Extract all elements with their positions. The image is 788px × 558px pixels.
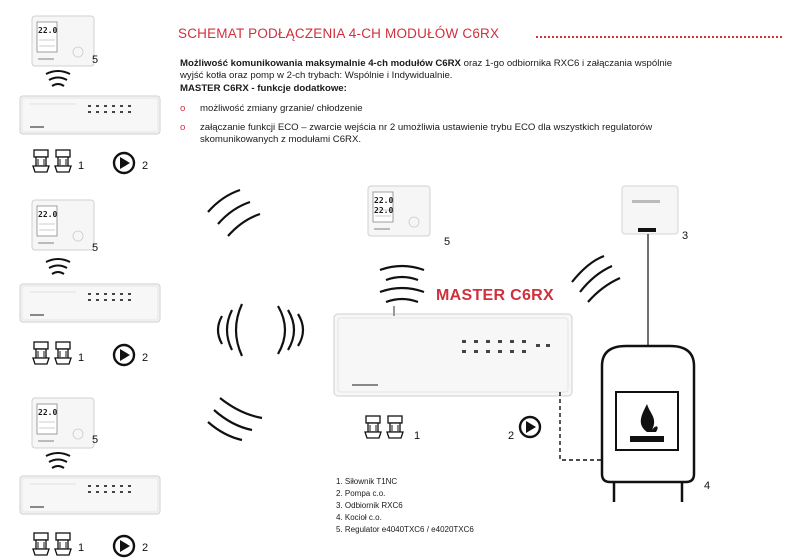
label-5: 5 [92, 242, 99, 254]
pump-icon [112, 343, 136, 367]
label-1: 1 [414, 430, 421, 442]
bullet-icon: o [180, 122, 186, 133]
label-2: 2 [508, 430, 515, 442]
legend-item: 2. Pompa c.o. [336, 489, 386, 498]
label-1: 1 [78, 352, 85, 364]
actuator-icon [32, 149, 50, 173]
bullet-icon: o [180, 103, 186, 114]
description-bold: Możliwość komunikowania maksymalnie 4-ch… [180, 58, 461, 69]
feature-item: o możliwość zmiany grzanie/ chłodzenie [180, 103, 780, 115]
thermostat-device [31, 199, 95, 251]
pump-icon [112, 534, 136, 558]
feature-item-continued: skomunikowanych z modułami C6RX. [200, 134, 362, 145]
label-2: 2 [142, 352, 149, 364]
label-3: 3 [682, 230, 689, 242]
feature-item: o załączanie funkcji ECO – zwarcie wejści… [180, 122, 780, 134]
boiler-icon [600, 344, 696, 502]
legend-item: 4. Kocioł c.o. [336, 513, 382, 522]
thermostat-temp: 22.0 [374, 196, 394, 205]
wireless-icon [45, 452, 71, 469]
wireless-links [207, 188, 621, 442]
wireless-icon [45, 258, 71, 275]
label-5: 5 [444, 236, 451, 248]
description: Możliwość komunikowania maksymalnie 4-ch… [180, 58, 780, 95]
label-5: 5 [92, 54, 99, 66]
description-line2: wyjść kotła oraz pomp w 2-ch trybach: Ws… [180, 70, 453, 82]
thermostat-temp: 22.0 [38, 210, 58, 219]
legend: 1. Siłownik T1NC 2. Pompa c.o. 3. Odbior… [336, 476, 474, 536]
label-2: 2 [142, 542, 149, 554]
title-divider [536, 36, 782, 38]
left-stack-2 [19, 199, 161, 367]
label-2: 2 [142, 160, 149, 172]
actuator-icon [54, 341, 72, 365]
feature-text: możliwość zmiany grzanie/ chłodzenie [200, 103, 363, 114]
receiver-rxc6 [621, 185, 679, 235]
legend-item: 1. Siłownik T1NC [336, 477, 398, 486]
label-4: 4 [704, 480, 711, 492]
label-1: 1 [78, 542, 85, 554]
thermostat-temp: 22.0 [38, 408, 58, 417]
thermostat-temp: 22.0 [38, 26, 58, 35]
pump-icon [518, 415, 542, 439]
pump-icon [112, 151, 136, 175]
left-stack-3 [19, 397, 161, 558]
description-rest: oraz 1-go odbiornika RXC6 i załączania w… [460, 58, 673, 69]
wireless-icon [45, 70, 71, 87]
thermostat-device [31, 397, 95, 449]
label-1: 1 [78, 160, 85, 172]
actuator-icon [32, 341, 50, 365]
thermostat-temp-secondary: 22.0 [374, 206, 394, 215]
c6rx-module [19, 475, 161, 515]
feature-text: załączanie funkcji ECO – zwarcie wejścia… [200, 122, 653, 133]
legend-item: 5. Regulator e4040TXC6 / e4020TXC6 [336, 525, 474, 534]
label-5: 5 [92, 434, 99, 446]
actuator-icon [32, 532, 50, 556]
master-label: MASTER C6RX [436, 287, 554, 304]
page-title: SCHEMAT PODŁĄCZENIA 4-CH MODUŁÓW C6RX [178, 26, 500, 41]
left-stack-1 [19, 15, 161, 175]
features-title: MASTER C6RX - funkcje dodatkowe: [180, 82, 347, 94]
master-c6rx-module [333, 306, 573, 397]
actuator-icon [386, 415, 404, 439]
actuator-icon [54, 149, 72, 173]
c6rx-module [19, 283, 161, 323]
legend-item: 3. Odbiornik RXC6 [336, 501, 403, 510]
c6rx-module [19, 95, 161, 135]
actuator-icon [364, 415, 382, 439]
thermostat-device [31, 15, 95, 67]
actuator-icon [54, 532, 72, 556]
eco-connection-line [559, 392, 602, 461]
